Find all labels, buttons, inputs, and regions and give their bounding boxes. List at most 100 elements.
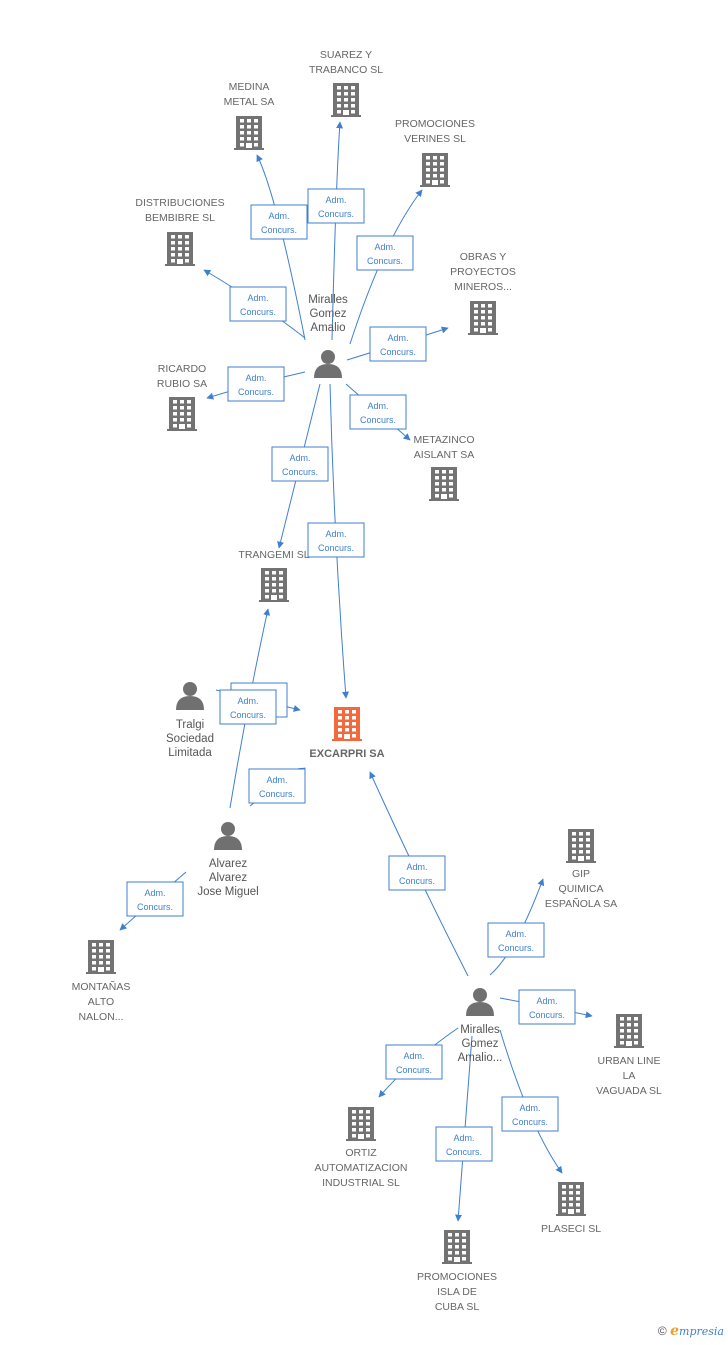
node-label-gip-line2: QUIMICA: [559, 883, 604, 895]
node-label-urban-line3: VAGUADA SL: [596, 1085, 662, 1097]
edge-label-box: [518, 989, 576, 1025]
building-icon-main: [332, 707, 362, 741]
edge-label-box: [349, 394, 407, 430]
node-label-miralles2-line1: Miralles: [460, 1024, 500, 1036]
edge-label-miralles1-to-distribuciones[interactable]: Adm.Concurs.: [229, 286, 287, 322]
node-label-distribuciones-line2: BEMBIBRE SL: [145, 212, 215, 224]
edge-label-line2: Concurs.: [230, 710, 266, 720]
building-icon: [234, 116, 264, 150]
edge-label-miralles2-to-urban[interactable]: Adm.Concurs.: [518, 989, 576, 1025]
node-trangemi[interactable]: TRANGEMI SL: [238, 549, 310, 602]
edge-label-line1: Adm.: [325, 529, 346, 539]
node-metazinco[interactable]: METAZINCO AISLANT SA: [413, 434, 475, 501]
node-label-metazinco-line1: METAZINCO: [413, 434, 474, 446]
edge-label-box: [250, 204, 308, 240]
edge-label-line2: Concurs.: [282, 467, 318, 477]
edge-label-alvarez-to-trangemi[interactable]: Adm.Concurs.: [219, 689, 277, 725]
building-icon: [468, 301, 498, 335]
node-label-miralles1-line2: Gomez: [309, 308, 346, 320]
edge-label-miralles2-to-plaseci[interactable]: Adm.Concurs.: [501, 1096, 559, 1132]
edge-label-miralles1-to-excarpri[interactable]: Adm.Concurs.: [307, 522, 365, 558]
node-label-obras-line2: PROYECTOS: [450, 266, 516, 278]
edge-label-miralles1-to-promo_verines[interactable]: Adm.Concurs.: [356, 235, 414, 271]
node-plaseci[interactable]: PLASECI SL: [541, 1182, 601, 1235]
node-label-alvarez-line2: Alvarez: [209, 872, 248, 884]
node-label-montanas-line2: ALTO: [88, 996, 114, 1008]
node-excarpri[interactable]: EXCARPRI SA: [309, 707, 385, 760]
node-label-montanas-line1: MONTAÑAS: [72, 980, 131, 993]
edge-label-line1: Adm.: [268, 211, 289, 221]
edge-label-line1: Adm.: [325, 195, 346, 205]
node-label-medina-line2: METAL SA: [224, 96, 275, 108]
building-icon: [566, 829, 596, 863]
edge-label-line1: Adm.: [144, 888, 165, 898]
edge-label-box: [307, 522, 365, 558]
building-icon: [165, 232, 195, 266]
node-label-urban-line2: LA: [623, 1070, 636, 1082]
building-icon: [346, 1107, 376, 1141]
node-label-ricardo-line2: RUBIO SA: [157, 378, 207, 390]
edge-label-line2: Concurs.: [380, 347, 416, 357]
edge-label-miralles1-to-obras[interactable]: Adm.Concurs.: [369, 326, 427, 362]
node-label-metazinco-line2: AISLANT SA: [414, 449, 475, 461]
edge-label-box: [435, 1126, 493, 1162]
edge-label-miralles1-to-suarez[interactable]: Adm.Concurs.: [307, 188, 365, 224]
edge-labels-layer: Adm. Concurs. Adm. Concurs. Adm. Concurs. Adm.…: [126, 188, 576, 1162]
edge-label-line1: Adm.: [536, 996, 557, 1006]
edge-label-alvarez-to-montanas[interactable]: Adm. Concurs.: [126, 881, 184, 917]
edge-label-miralles2-to-excarpri[interactable]: Adm. Concurs.: [388, 855, 446, 891]
empresia-logo[interactable]: empresia: [670, 1323, 724, 1339]
node-label-miralles2-line2: Gomez: [461, 1038, 498, 1050]
edge-label-miralles2-to-promo_isla[interactable]: Adm.Concurs.: [435, 1126, 493, 1162]
node-distribuciones[interactable]: DISTRIBUCIONES BEMBIBRE SL: [135, 197, 225, 266]
edge-label-box: [248, 768, 306, 804]
edge-label-line2: Concurs.: [396, 1065, 432, 1075]
node-label-ricardo-line1: RICARDO: [158, 363, 206, 375]
node-urban[interactable]: URBAN LINE LA VAGUADA SL: [596, 1014, 662, 1097]
edge-label-box: [227, 366, 285, 402]
edge-label-miralles1-to-metazinco[interactable]: Adm.Concurs.: [349, 394, 407, 430]
brand-rest: mpresia: [679, 1325, 724, 1338]
node-label-trangemi-line1: TRANGEMI SL: [238, 549, 309, 561]
edge-label-alvarez-to-excarpri[interactable]: Adm.Concurs.: [248, 768, 306, 804]
node-label-plaseci-line1: PLASECI SL: [541, 1223, 601, 1235]
edge-label-line2: Concurs.: [399, 876, 435, 886]
edge-label-miralles2-to-ortiz[interactable]: Adm.Concurs.: [385, 1044, 443, 1080]
edge-label-line1: Adm.: [406, 862, 427, 872]
node-label-miralles1-line3: Amalio: [310, 322, 345, 334]
node-obras[interactable]: OBRAS YPROYECTOSMINEROS...: [450, 251, 516, 335]
edge-label-line2: Concurs.: [498, 943, 534, 953]
node-label-distribuciones-line1: DISTRIBUCIONES: [135, 197, 224, 209]
edge-label-line2: Concurs.: [259, 789, 295, 799]
building-icon: [420, 153, 450, 187]
edge-label-line2: Concurs.: [137, 902, 173, 912]
node-label-urban-line1: URBAN LINE: [597, 1055, 660, 1067]
edge-label-line2: Concurs.: [446, 1147, 482, 1157]
node-miralles2[interactable]: MirallesGomezAmalio...: [458, 988, 503, 1064]
node-ricardo[interactable]: RICARDO RUBIO SA: [157, 363, 207, 431]
edge-label-box: [369, 326, 427, 362]
node-montanas[interactable]: MONTAÑASALTONALON...: [72, 940, 131, 1023]
edge-label-miralles1-to-trangemi[interactable]: Adm. Concurs.: [271, 446, 329, 482]
edge-label-line1: Adm.: [289, 453, 310, 463]
node-label-obras-line1: OBRAS Y: [460, 251, 507, 263]
edge-label-miralles1-to-medina[interactable]: Adm.Concurs.: [250, 204, 308, 240]
edge-label-box: [385, 1044, 443, 1080]
edge-label-miralles1-to-ricardo[interactable]: Adm.Concurs.: [227, 366, 285, 402]
edges-layer: [119, 121, 593, 1222]
node-label-ortiz-line3: INDUSTRIAL SL: [322, 1177, 400, 1189]
node-label-promo_isla-line2: ISLA DE: [437, 1286, 477, 1298]
person-icon: [214, 822, 242, 850]
edge-label-miralles2-to-gip[interactable]: Adm.Concurs.: [487, 922, 545, 958]
node-label-suarez-line1: SUAREZ Y: [320, 49, 372, 61]
